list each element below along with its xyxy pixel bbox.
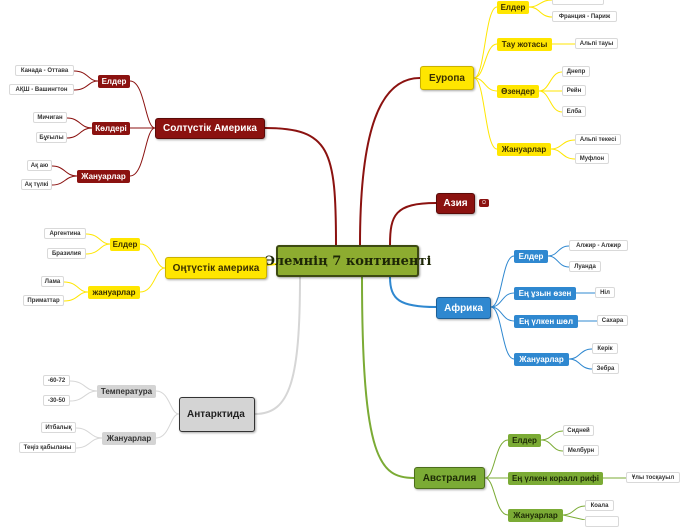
antarctica-penguin[interactable]: Итбалық: [41, 422, 76, 433]
europe-animals[interactable]: Жануарлар: [497, 143, 551, 156]
europe-rhine[interactable]: Рейн: [562, 85, 586, 96]
africa-animals[interactable]: Жануарлар: [514, 353, 569, 366]
topic-australia[interactable]: Австралия: [414, 467, 485, 489]
topic-africa[interactable]: Африка: [436, 297, 491, 319]
south-america-argentina[interactable]: Аргентина: [44, 228, 86, 239]
antarctica-temperature[interactable]: Температура: [97, 385, 156, 398]
north-america-countries[interactable]: Елдер: [98, 75, 130, 88]
australia-countries[interactable]: Елдер: [508, 434, 541, 447]
antarctica-temp-1[interactable]: -60-72: [43, 375, 70, 386]
africa-zebra[interactable]: Зебра: [592, 363, 619, 374]
topic-north-america[interactable]: Солтүстік Америка: [155, 118, 265, 139]
europe-countries[interactable]: Елдер: [497, 1, 529, 14]
north-america-arctic-fox[interactable]: Ақ түлкі: [21, 179, 52, 190]
north-america-polar-bear[interactable]: Ақ аю: [27, 160, 52, 171]
australia-great-barrier[interactable]: Ұлы тосқауыл: [626, 472, 680, 483]
topic-antarctica[interactable]: Антарктида: [179, 397, 255, 432]
europe-rivers[interactable]: Өзендер: [497, 85, 539, 98]
africa-sahara[interactable]: Сахара: [597, 315, 628, 326]
collapsed-badge[interactable]: Ω: [479, 199, 489, 207]
topic-europe[interactable]: Еуропа: [420, 66, 474, 90]
australia-reef[interactable]: Ең үлкен коралл рифі: [508, 472, 603, 485]
south-america-countries[interactable]: Елдер: [110, 238, 140, 251]
africa-longest-river[interactable]: Ең ұзын өзен: [514, 287, 576, 300]
antarctica-animals[interactable]: Жануарлар: [102, 432, 156, 445]
north-america-lakes[interactable]: Көлдері: [92, 122, 130, 135]
south-america-animals[interactable]: жануарлар: [88, 286, 140, 299]
australia-animals[interactable]: Жануарлар: [508, 509, 563, 522]
north-america-hudson[interactable]: Бұғылы: [36, 132, 67, 143]
north-america-canada[interactable]: Канада - Оттава: [15, 65, 74, 76]
africa-rwanda[interactable]: Луанда: [569, 261, 601, 272]
europe-alpine-goat[interactable]: Альпі текесі: [575, 134, 621, 145]
north-america-usa[interactable]: АҚШ - Вашингтон: [9, 84, 74, 95]
europe-dnieper[interactable]: Днепр: [562, 66, 590, 77]
root-topic[interactable]: Әлемнің 7 континенті: [264, 245, 431, 277]
australia-koala[interactable]: Коала: [585, 500, 614, 511]
topic-asia[interactable]: Азия: [436, 193, 475, 214]
australia-melbourne[interactable]: Мелбурн: [563, 445, 599, 456]
topic-south-america[interactable]: Оңтүстік америка: [165, 257, 267, 279]
africa-largest-desert[interactable]: Ең үлкен шөл: [514, 315, 578, 328]
africa-countries[interactable]: Елдер: [514, 250, 548, 263]
europe-mouflon[interactable]: Муфлон: [575, 153, 609, 164]
south-america-primates[interactable]: Приматтар: [23, 295, 64, 306]
south-america-llama[interactable]: Лама: [41, 276, 64, 287]
north-america-michigan[interactable]: Мичиган: [33, 112, 67, 123]
africa-algeria[interactable]: Алжир - Алжир: [569, 240, 628, 251]
europe-alps[interactable]: Альпі тауы: [575, 38, 618, 49]
africa-nile[interactable]: Ніл: [595, 287, 615, 298]
south-america-brazil[interactable]: Бразилия: [47, 248, 86, 259]
europe-mountains[interactable]: Тау жотасы: [497, 38, 552, 51]
australia-animal-partial[interactable]: [585, 516, 619, 527]
europe-country-partial[interactable]: [552, 0, 604, 5]
europe-elbe[interactable]: Елба: [562, 106, 586, 117]
africa-cheetah[interactable]: Керік: [592, 343, 618, 354]
antarctica-temp-2[interactable]: -30-50: [43, 395, 70, 406]
north-america-animals[interactable]: Жануарлар: [77, 170, 130, 183]
europe-france[interactable]: Франция - Париж: [552, 11, 617, 22]
antarctica-seal[interactable]: Теңіз қабыланы: [19, 442, 76, 453]
australia-sydney[interactable]: Сидней: [563, 425, 594, 436]
